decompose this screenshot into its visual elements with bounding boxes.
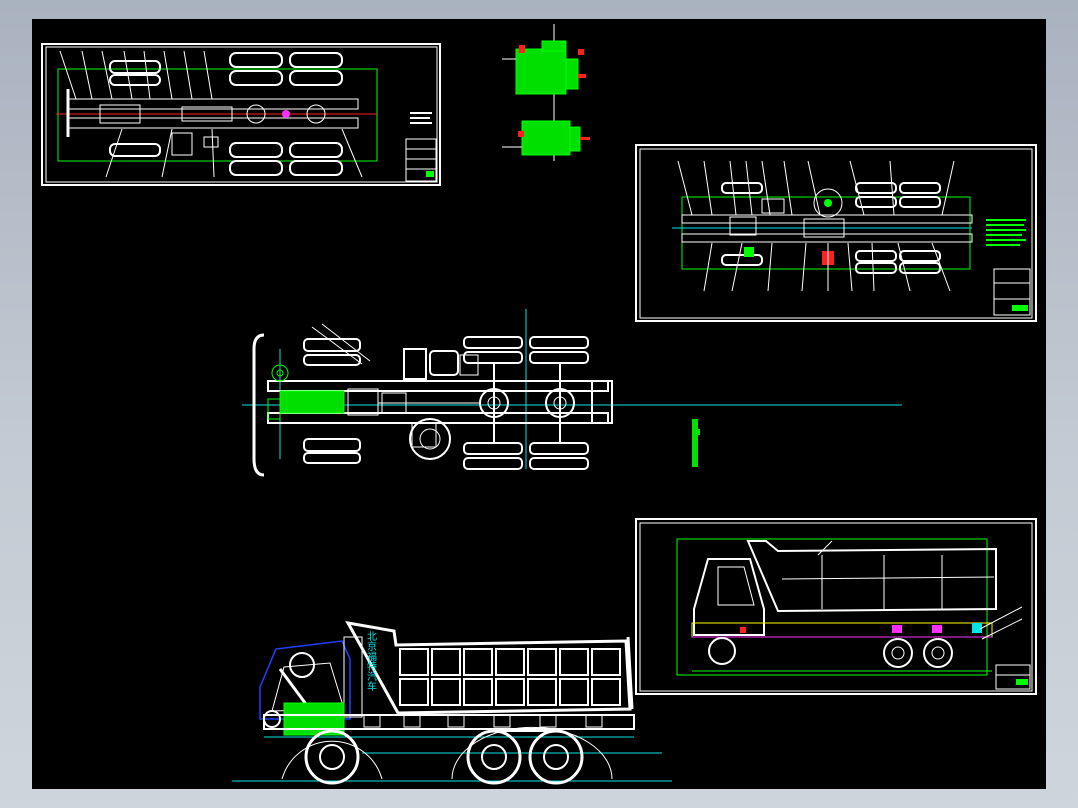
chassis-top-view-sheet-2[interactable] (635, 144, 1037, 322)
chassis-plan-large[interactable] (242, 309, 902, 477)
chassis-top-view-sheet[interactable] (41, 43, 441, 186)
engine-detail-sheet[interactable] (502, 24, 590, 161)
cad-drawing-viewport[interactable]: 北京福特汽车 (32, 19, 1046, 789)
dump-truck-side-sheet[interactable] (635, 518, 1037, 695)
cab-label: 北京福特汽车 (365, 631, 377, 692)
cad-drawing-canvas[interactable]: 北京福特汽车 (32, 19, 1046, 789)
dump-truck-side-large[interactable] (232, 620, 672, 785)
